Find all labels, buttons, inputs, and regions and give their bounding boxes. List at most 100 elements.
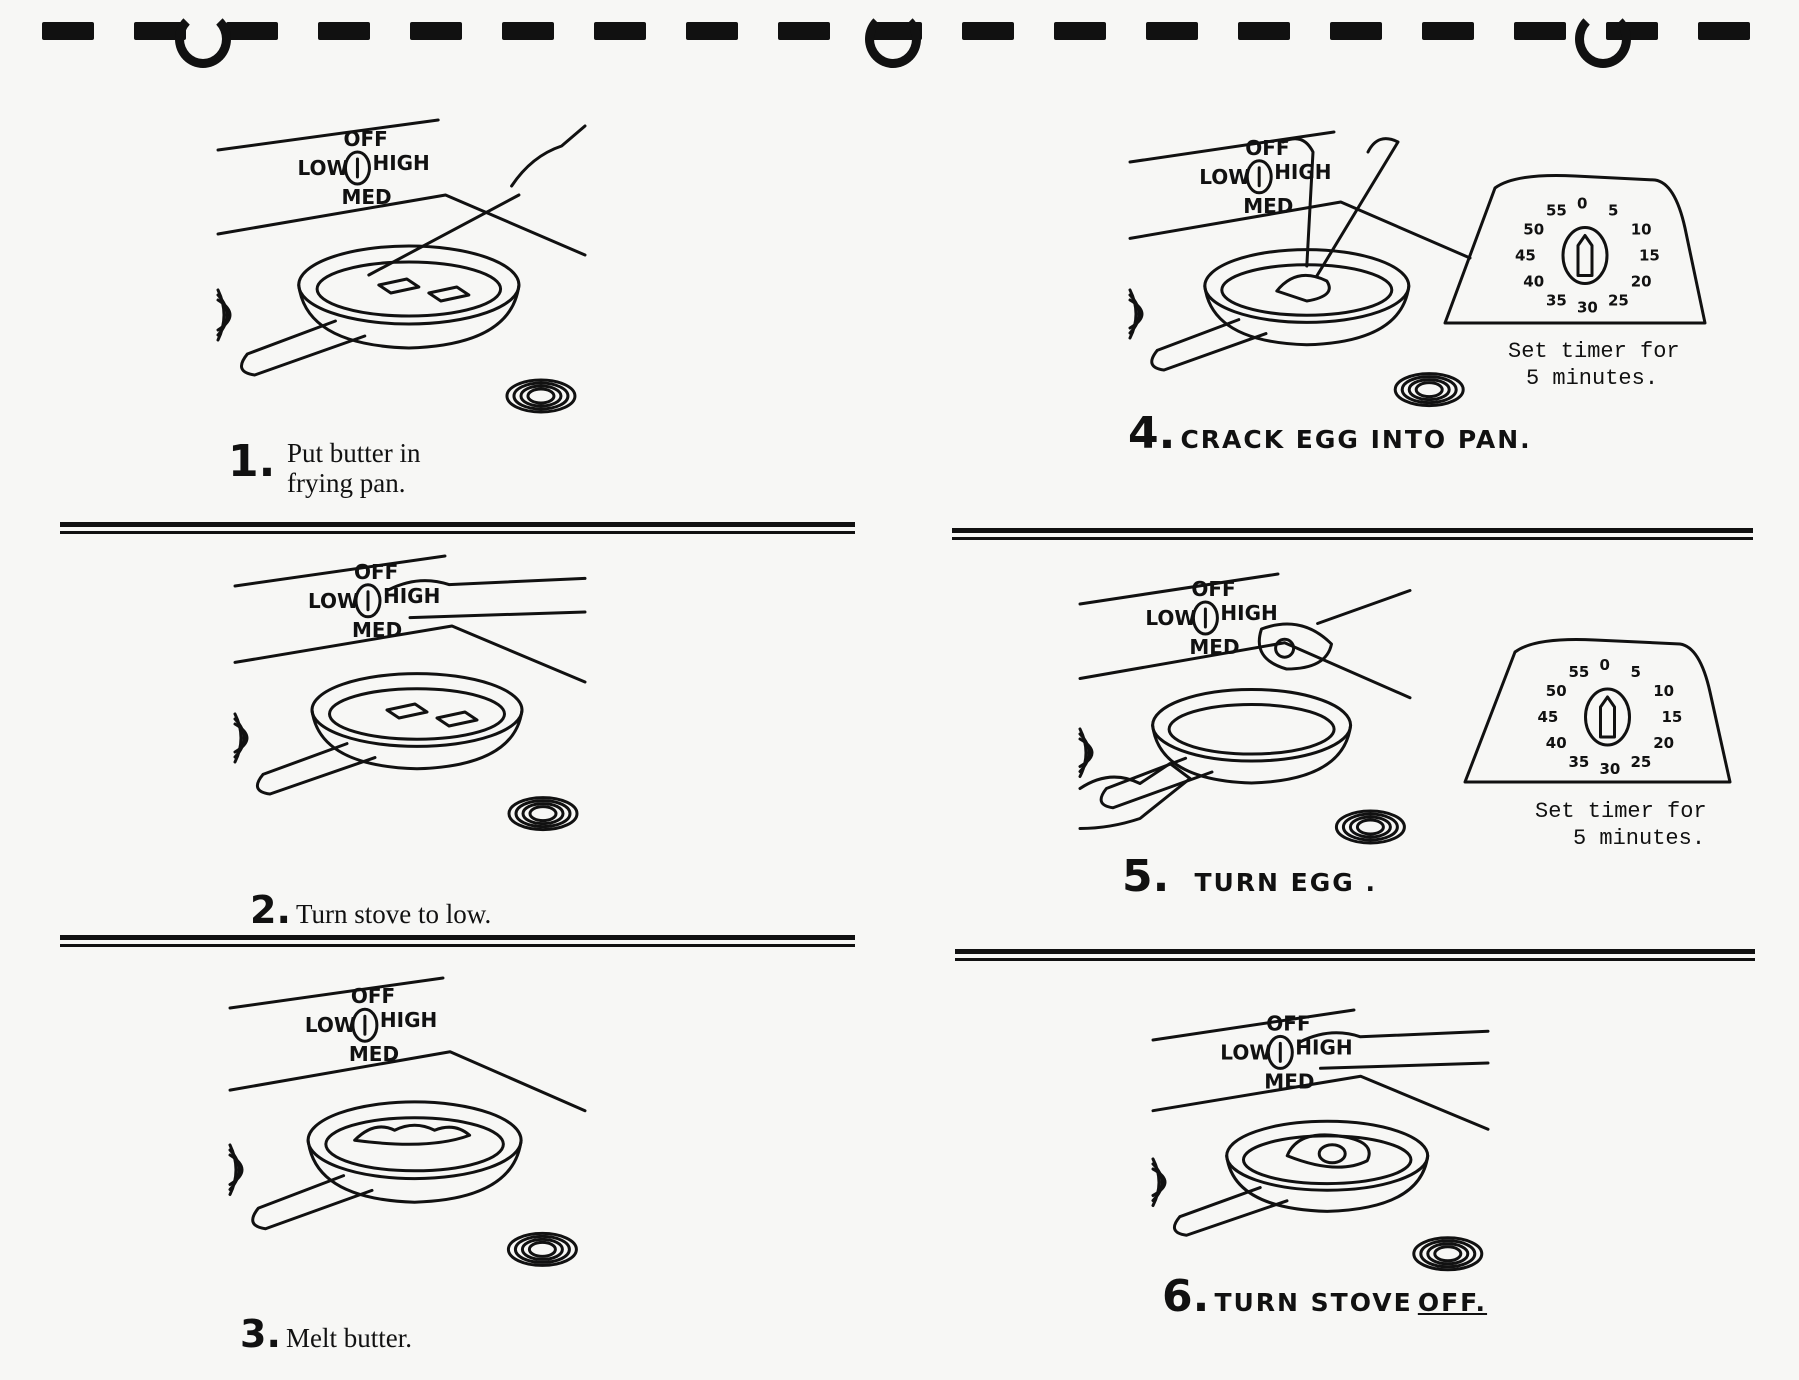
stove-edge [216, 193, 587, 257]
frying-pan-handle [251, 1174, 374, 1231]
dial-label-off: OFF [343, 127, 387, 151]
burner-coil [505, 378, 577, 414]
timer-pointer [1599, 695, 1616, 739]
timer-tick-label: 35 [1546, 292, 1567, 310]
frying-pan-inner [1167, 703, 1336, 756]
frying-pan-inner [324, 1116, 505, 1173]
dial-label-med: MED [1264, 1069, 1314, 1093]
burner-coil [216, 288, 226, 342]
dial-label-high: HIGH [372, 151, 429, 175]
oven-mitt [1078, 762, 1192, 830]
burner-coil [513, 1234, 571, 1264]
dial-label-med: MED [1243, 194, 1293, 218]
stove-panel-top [233, 554, 447, 588]
hand [387, 576, 587, 620]
timer-tick-label: 50 [1546, 682, 1567, 700]
stove-dial [354, 583, 382, 619]
step-caption: 2. Turn stove to low. [250, 888, 492, 932]
frying-pan-handle [240, 319, 367, 377]
dial-label-low: LOW [305, 1013, 356, 1037]
perforation-dash [1698, 22, 1750, 40]
stove-edge [1151, 1074, 1490, 1131]
illustration-butter-in-pan: OFF LOW HIGH MED [216, 118, 587, 414]
stove-panel-top [1128, 130, 1336, 164]
frying-pan-handle [255, 742, 377, 796]
timer-tick-label: 15 [1639, 247, 1660, 265]
burner-coil [1414, 381, 1444, 399]
burner-coil [1334, 809, 1406, 845]
dial-label-med: MED [349, 1042, 399, 1066]
timer-tick-label: 25 [1631, 753, 1652, 771]
frying-pan-inner [315, 260, 503, 318]
dial-label-off: OFF [351, 984, 395, 1008]
timer-note: Set timer for 5 minutes. [1508, 339, 1680, 391]
frying-pan-rim [297, 244, 521, 326]
timer-tick-label: 15 [1662, 708, 1683, 726]
burner-coil [528, 805, 558, 823]
burner-coil [1412, 1236, 1484, 1272]
hand [1298, 1029, 1490, 1070]
perforation-dash [1054, 22, 1106, 40]
dial-label-med: MED [341, 185, 391, 209]
butter-pat [427, 285, 471, 303]
step-caption: 6. TURN STOVE OFF. [1162, 1271, 1488, 1322]
dial-label-off: OFF [1191, 577, 1235, 601]
timer-tick-label: 20 [1631, 273, 1652, 291]
stove-panel-top [228, 976, 445, 1010]
timer-tick-label: 20 [1653, 734, 1674, 752]
burner-coil [233, 712, 243, 764]
stove-edge [1128, 200, 1472, 260]
burner-coil [1128, 288, 1138, 340]
stove-dial [1245, 159, 1273, 195]
binder-hole [175, 10, 231, 68]
melted-butter [353, 1123, 472, 1146]
perforation-dash [226, 22, 278, 40]
divider [955, 949, 1755, 961]
timer-tick-label: 25 [1608, 292, 1629, 310]
burner-coil [1433, 1245, 1463, 1263]
perforation-dash [686, 22, 738, 40]
stove-dial [351, 1007, 379, 1043]
timer-tick-label: 10 [1631, 221, 1652, 239]
timer-tick-label: 50 [1523, 221, 1544, 239]
butter-pat [385, 702, 429, 720]
egg-yolk [1317, 1143, 1347, 1165]
timer-body [1443, 174, 1707, 325]
fried-egg [1285, 1133, 1371, 1169]
burner-coil [1407, 378, 1451, 402]
frying-pan-side [1225, 1154, 1430, 1213]
divider [60, 935, 855, 947]
perforation-dash [962, 22, 1014, 40]
perforation-dash [1422, 22, 1474, 40]
timer-tick-label: 45 [1538, 708, 1559, 726]
timer-tick-label: 0 [1600, 656, 1610, 674]
burner-coil [514, 799, 572, 829]
burner-coil [1400, 375, 1458, 405]
timer-body [1463, 638, 1732, 784]
burner-coil [1393, 372, 1465, 408]
stove-panel-top [1078, 572, 1280, 606]
burner-coil [1341, 812, 1399, 842]
dial-label-high: HIGH [380, 1008, 437, 1032]
timer-tick-label: 30 [1577, 299, 1598, 317]
perforation-dash [318, 22, 370, 40]
dial-label-low: LOW [1145, 606, 1196, 630]
burner-coil [1426, 1242, 1470, 1266]
stove-dial [343, 150, 371, 186]
dial-label-low: LOW [297, 156, 348, 180]
spatula [1316, 589, 1412, 625]
frying-pan-rim [306, 1100, 523, 1181]
burner-coil [506, 1231, 578, 1267]
stove-dial [1266, 1034, 1294, 1070]
frying-pan-rim [1151, 688, 1353, 763]
timer-knob [1561, 226, 1609, 285]
binder-hole [1575, 10, 1631, 68]
timer-tick-label: 10 [1653, 682, 1674, 700]
butter-pat [435, 710, 479, 728]
dial-label-low: LOW [1199, 165, 1250, 189]
